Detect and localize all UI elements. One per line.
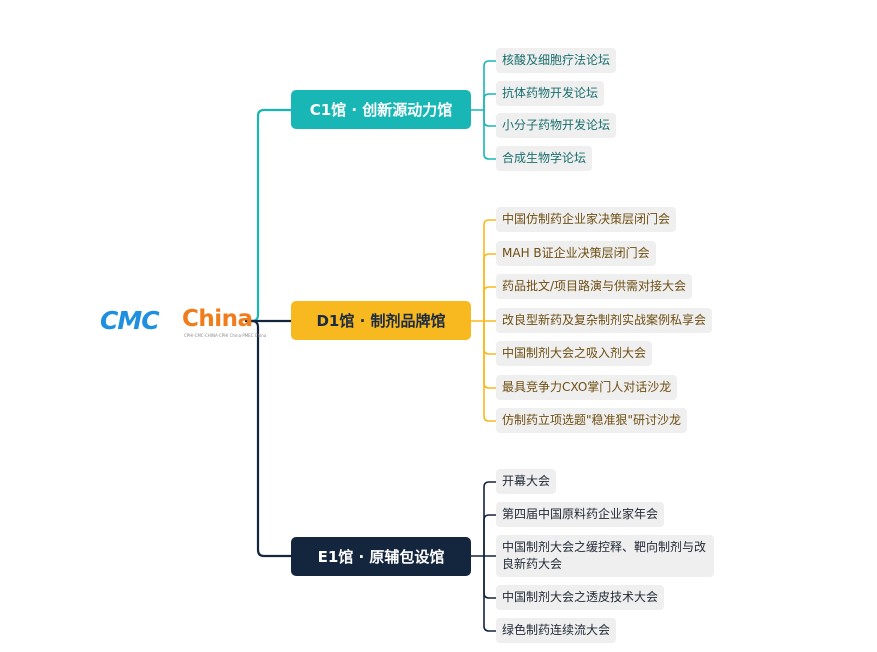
e1-forum-item: 开幕大会 (496, 469, 557, 494)
d1-forum-item: 中国仿制药企业家决策层闭门会 (496, 207, 677, 232)
c1-forum-item: 抗体药物开发论坛 (496, 81, 605, 106)
d1-branch-7 (483, 320, 497, 422)
cmc-china-logo: CMC China CPHI·CMC·CHINA·CPHI China·PMEC… (100, 306, 266, 338)
hall-d1-node: D1馆 · 制剂品牌馆 (291, 301, 471, 340)
d1-branch-2 (483, 253, 497, 322)
c1-branch-1 (483, 60, 497, 111)
hall-c1-node: C1馆 · 创新源动力馆 (291, 90, 471, 129)
c1-branch-2 (483, 93, 497, 111)
d1-forum-item: MAH B证企业决策层闭门会 (496, 241, 656, 266)
d1-forum-item: 仿制药立项选题"稳准狠"研讨沙龙 (496, 408, 688, 433)
d1-forum-item: 改良型新药及复杂制剂实战案例私享会 (496, 308, 713, 333)
d1-forum-item: 最具竞争力CXO掌门人对话沙龙 (496, 375, 678, 400)
d1-branch-3 (483, 286, 497, 322)
e1-forum-item: 第四届中国原料药企业家年会 (496, 502, 665, 527)
c1-forum-item: 合成生物学论坛 (496, 146, 593, 171)
e1-branch-4 (483, 555, 497, 599)
c1-branch-4 (483, 109, 497, 160)
logo-cmc-text: CMC (100, 306, 160, 335)
e1-branch-1 (483, 481, 497, 557)
e1-branch-5 (483, 555, 497, 632)
d1-branch-5 (483, 320, 497, 355)
logo-tagline: CPHI·CMC·CHINA·CPHI China·PMEC China (184, 333, 267, 338)
d1-branch-1 (483, 219, 497, 322)
c1-branch-3 (483, 109, 497, 127)
c1-forum-item: 小分子药物开发论坛 (496, 113, 617, 138)
root-to-e1-line (244, 319, 293, 558)
e1-forum-item: 中国制剂大会之透皮技术大会 (496, 585, 665, 610)
c1-forum-item: 核酸及细胞疗法论坛 (496, 48, 617, 73)
hall-e1-node: E1馆 · 原辅包设馆 (291, 537, 471, 576)
e1-branch-2 (483, 514, 497, 557)
logo-china-text: China (182, 306, 253, 332)
e1-forum-item: 绿色制药连续流大会 (496, 618, 617, 643)
d1-forum-item: 药品批文/项目路演与供需对接大会 (496, 274, 693, 299)
root-to-c1-line (244, 108, 293, 323)
d1-forum-item: 中国制剂大会之吸入剂大会 (496, 341, 653, 366)
e1-forum-item: 中国制剂大会之缓控释、靶向制剂与改良新药大会 (496, 535, 714, 577)
